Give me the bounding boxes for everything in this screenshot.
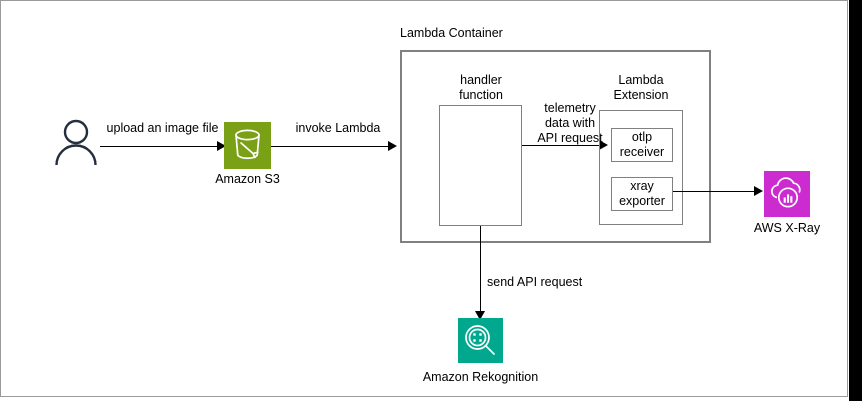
edge-arrow-telemetry [599,140,608,150]
edge-label-telemetry-line2: data with [544,116,596,130]
edge-label-telemetry-line3: API request [537,131,603,145]
amazon-rekognition-icon [458,318,503,363]
edge-label-api-request: send API request [487,275,583,289]
edge-label-telemetry-line1: telemetry [544,101,596,115]
lambda-extension-label-line2: Extension [613,88,669,102]
lambda-container-box [400,50,711,243]
edge-label-upload: upload an image file [106,121,219,135]
xray-exporter-box [611,177,673,211]
lambda-extension-label-line1: Lambda [618,73,664,87]
xray-exporter-label-line1: xray [630,179,654,193]
handler-function-box [439,105,522,226]
amazon-s3-icon [224,122,271,169]
edge-line-upload [100,146,218,147]
right-edge-band [849,0,862,401]
lambda-extension-box [599,110,683,225]
otlp-receiver-label-line1: otlp [631,130,653,144]
user-actor-icon [52,118,100,166]
edge-arrow-upload [217,141,226,151]
service-label-xray: AWS X-Ray [753,221,821,235]
edge-line-export [673,191,755,192]
handler-function-label-line1: handler [460,73,502,87]
service-label-s3: Amazon S3 [215,172,280,186]
lambda-container-label: Lambda Container [400,26,503,40]
page-border [0,0,848,397]
aws-xray-icon [764,171,810,217]
xray-exporter-label-line2: exporter [619,194,665,208]
otlp-receiver-box [611,128,673,162]
edge-line-telemetry [522,145,600,146]
otlp-receiver-label-line2: receiver [619,145,665,159]
handler-function-label-line2: function [459,88,503,102]
edge-line-api-request [480,226,481,313]
edge-label-invoke: invoke Lambda [295,121,381,135]
edge-arrow-api-request [475,311,485,320]
edge-arrow-invoke [388,141,397,151]
service-label-rekognition: Amazon Rekognition [422,370,539,384]
edge-arrow-export [754,186,763,196]
edge-line-invoke [271,146,389,147]
